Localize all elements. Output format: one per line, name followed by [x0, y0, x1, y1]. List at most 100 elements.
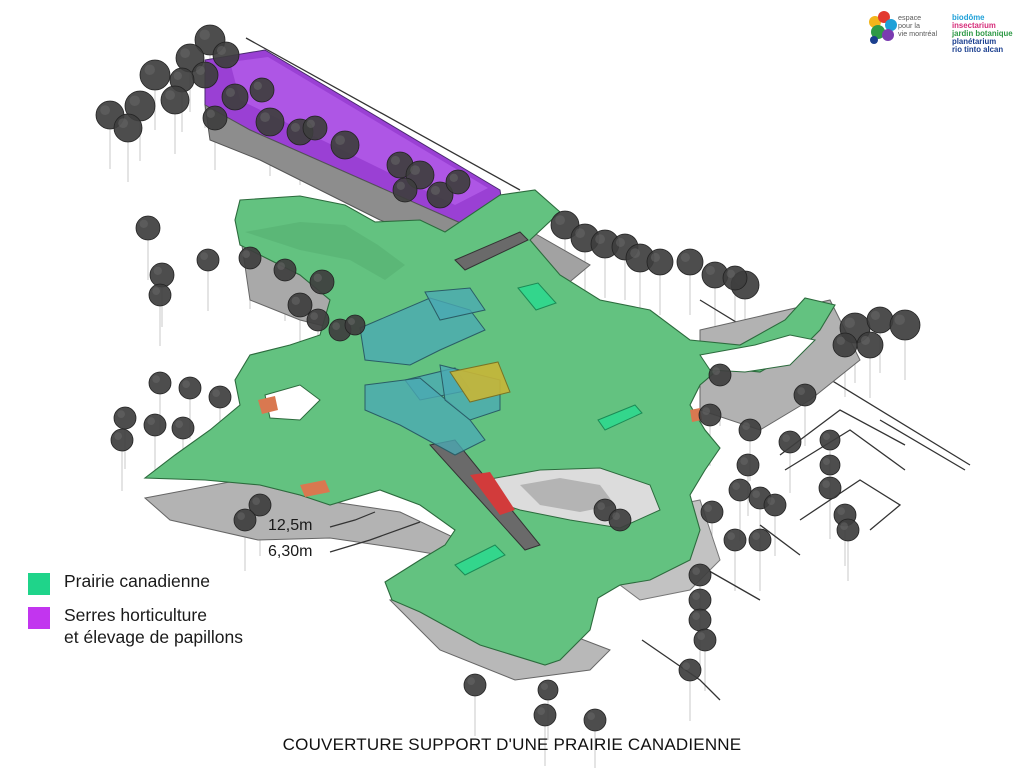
tree-highlight	[782, 434, 791, 442]
tree-canopy	[693, 628, 717, 652]
tree-highlight	[290, 122, 301, 132]
tree-highlight	[615, 237, 625, 247]
tree-highlight	[836, 336, 845, 345]
tree-highlight	[840, 522, 849, 531]
tree-canopy	[832, 332, 858, 358]
legend-label-greenhouse-line1: Serres horticulture	[64, 605, 207, 625]
tree-canopy	[208, 385, 232, 409]
tree-highlight	[630, 248, 640, 258]
tree-highlight	[595, 234, 605, 245]
institution-biodome: biodôme	[952, 13, 985, 22]
tree-canopy	[249, 77, 275, 103]
tree-highlight	[152, 287, 160, 295]
tree-canopy	[722, 265, 748, 291]
tree-canopy	[191, 61, 219, 89]
legend-label-prairie: Prairie canadienne	[64, 571, 210, 591]
tree-highlight	[225, 87, 235, 97]
tree-highlight	[313, 273, 322, 282]
tree-canopy	[202, 105, 228, 131]
tree-highlight	[153, 266, 162, 275]
logo-line: espace	[898, 13, 922, 22]
tree-highlight	[277, 262, 285, 270]
tree-canopy	[818, 476, 842, 500]
tree-highlight	[212, 389, 220, 397]
tree-highlight	[575, 228, 585, 239]
tree-highlight	[410, 165, 420, 176]
legend-label-greenhouse: Serres horticulture et élevage de papill…	[64, 604, 243, 648]
tree-canopy	[646, 248, 674, 276]
tree-canopy	[445, 169, 471, 195]
tree-canopy	[309, 269, 335, 295]
tree-canopy	[212, 41, 240, 69]
tree-highlight	[537, 707, 546, 716]
tree-canopy	[344, 314, 366, 336]
tree-canopy	[819, 429, 841, 451]
tree-canopy	[866, 306, 894, 334]
legend-label-greenhouse-line2: et élevage de papillons	[64, 627, 244, 647]
diagram-caption: COUVERTURE SUPPORT D'UNE PRAIRIE CANADIE…	[282, 735, 742, 754]
institution-rio-tinto-alcan: rio tinto alcan	[952, 45, 1004, 54]
tree-canopy	[306, 308, 330, 332]
tree-highlight	[147, 417, 155, 425]
tree-highlight	[844, 317, 855, 328]
tree-highlight	[467, 677, 475, 686]
tree-canopy	[763, 493, 787, 517]
tree-canopy	[778, 430, 802, 454]
tree-highlight	[612, 512, 621, 521]
tree-canopy	[688, 608, 712, 632]
tree-highlight	[894, 314, 905, 325]
tree-highlight	[650, 252, 660, 262]
tree-highlight	[291, 296, 300, 305]
tree-canopy	[708, 363, 732, 387]
tree-canopy	[113, 406, 137, 430]
tree-highlight	[348, 318, 355, 325]
tree-highlight	[702, 407, 711, 415]
tree-highlight	[180, 48, 191, 58]
tree-canopy	[889, 309, 921, 341]
tree-highlight	[860, 335, 870, 346]
tree-canopy	[148, 371, 172, 395]
tree-highlight	[740, 457, 749, 465]
tree-highlight	[449, 173, 458, 182]
tree-highlight	[697, 632, 706, 641]
tree-highlight	[252, 497, 260, 505]
tree-highlight	[692, 567, 701, 576]
logo-mark	[869, 11, 897, 44]
tree-highlight	[682, 662, 691, 671]
tree-highlight	[870, 310, 880, 321]
tree-highlight	[139, 219, 148, 228]
tree-canopy	[139, 59, 171, 91]
tree-highlight	[260, 112, 270, 122]
tree-highlight	[237, 512, 245, 521]
tree-highlight	[100, 105, 110, 115]
tree-canopy	[723, 528, 747, 552]
institution-jardin-botanique: jardin botanique	[952, 29, 1013, 38]
tree-highlight	[692, 592, 701, 601]
tree-canopy	[160, 85, 190, 115]
tree-canopy	[533, 703, 557, 727]
tree-canopy	[233, 508, 257, 532]
tree-highlight	[430, 185, 441, 195]
tree-highlight	[390, 155, 401, 165]
tree-canopy	[149, 262, 175, 288]
logo-line: vie montréal	[898, 29, 938, 38]
tree-canopy	[171, 416, 195, 440]
tree-canopy	[819, 454, 841, 476]
tree-canopy	[113, 113, 143, 143]
logo-wordmark: espace pour la vie montréal	[898, 14, 937, 38]
tree-canopy	[698, 403, 722, 427]
tree-canopy	[688, 563, 712, 587]
tree-highlight	[306, 119, 315, 128]
tree-highlight	[396, 181, 405, 190]
tree-highlight	[206, 109, 215, 119]
tree-highlight	[823, 458, 830, 465]
tree-canopy	[135, 215, 161, 241]
tree-highlight	[175, 420, 183, 428]
tree-canopy	[736, 453, 760, 477]
tree-highlight	[742, 422, 751, 430]
tree-highlight	[335, 135, 345, 146]
tree-highlight	[541, 683, 548, 690]
tree-highlight	[726, 269, 735, 278]
tree-canopy	[110, 428, 134, 452]
tree-canopy	[688, 588, 712, 612]
